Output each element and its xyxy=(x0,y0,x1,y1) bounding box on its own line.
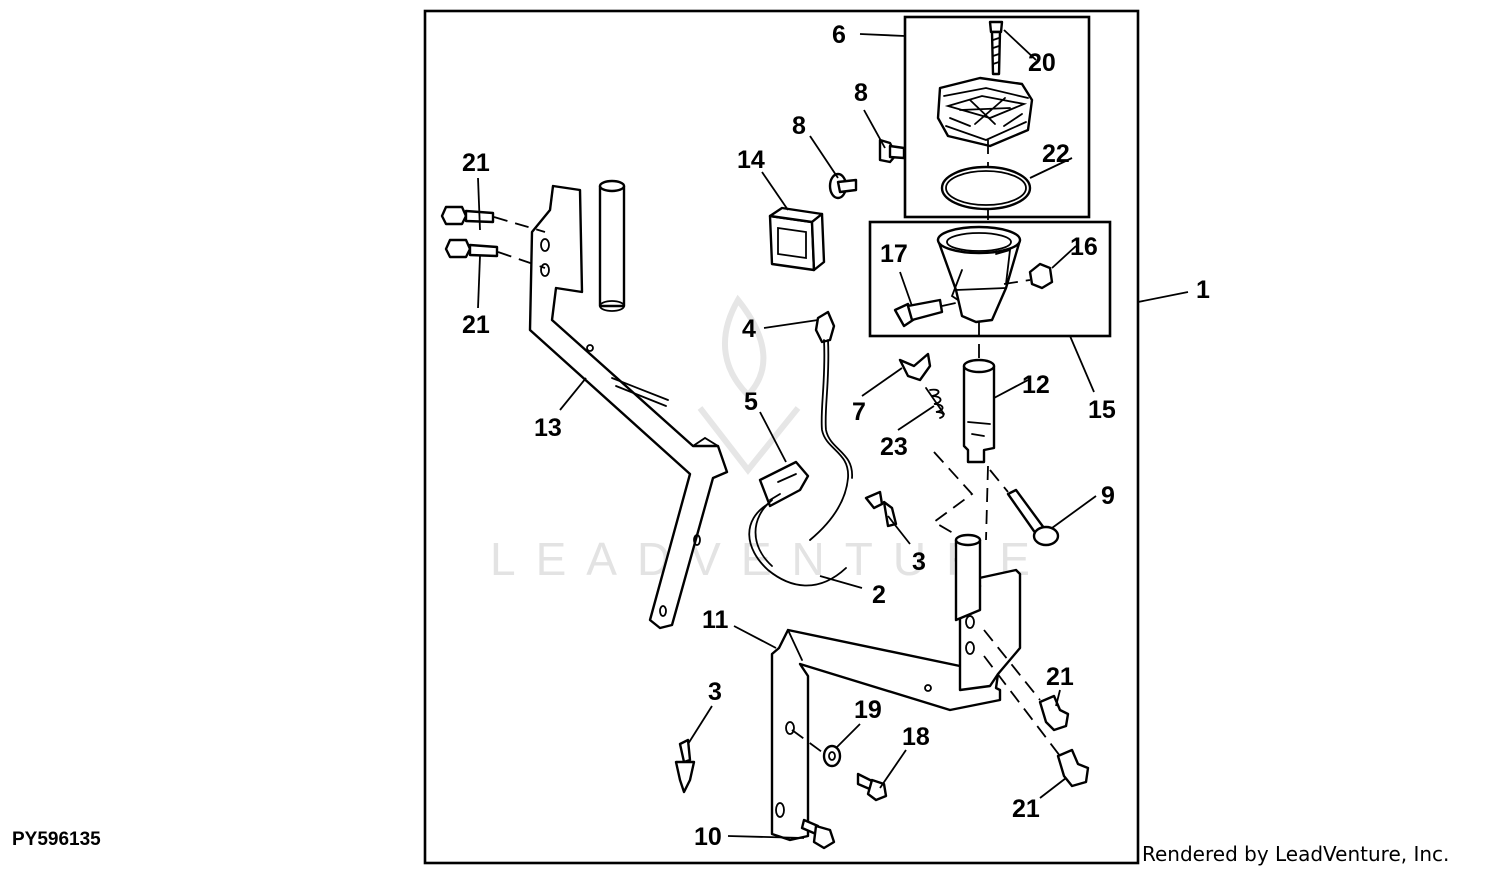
callout-16: 16 xyxy=(1070,233,1098,261)
knob-cap-part xyxy=(936,76,1034,148)
right-bracket-part xyxy=(770,568,1022,842)
callout-3-upper: 3 xyxy=(912,548,926,576)
left-bracket-part xyxy=(528,184,729,630)
figure-id: PY596135 xyxy=(12,829,101,850)
callout-9: 9 xyxy=(1101,482,1115,510)
washer-19-part xyxy=(822,744,842,768)
watermark-logo-icon xyxy=(697,294,801,475)
callout-2: 2 xyxy=(872,581,886,609)
callout-21-upper-right: 21 xyxy=(1046,663,1074,691)
nut-16-part xyxy=(1003,262,1054,290)
callout-14: 14 xyxy=(737,146,765,174)
housing-part xyxy=(936,225,1022,324)
watermark: LEADVENTURE xyxy=(490,294,1050,585)
watermark-text: LEADVENTURE xyxy=(490,533,1050,585)
callout-20: 20 xyxy=(1028,49,1056,77)
clip-3-upper xyxy=(864,490,898,528)
screw-17-part xyxy=(893,298,961,328)
o-ring-22-part xyxy=(940,165,1032,211)
assembly-frame xyxy=(423,9,1140,865)
callout-3-lower: 3 xyxy=(708,678,722,706)
housing-assembly-box xyxy=(868,220,1112,338)
callout-15: 15 xyxy=(1088,396,1116,424)
shaft-12-part xyxy=(962,322,996,464)
callout-18: 18 xyxy=(902,723,930,751)
screw-20-part xyxy=(988,20,1004,76)
assembly-path-line xyxy=(932,451,974,545)
left-rod-part xyxy=(598,179,626,312)
bolt-21-right-upper xyxy=(983,629,1070,732)
callouts: 1 2 3 3 4 5 6 7 8 8 9 10 11 12 13 14 15 … xyxy=(462,21,1210,851)
callout-4: 4 xyxy=(742,315,756,343)
wing-nut-7-part xyxy=(898,352,932,382)
bolt-21-upper xyxy=(440,205,546,233)
render-credit: Rendered by LeadVenture, Inc. xyxy=(1142,842,1450,866)
clip-3-lower xyxy=(674,738,696,794)
callout-8-upper: 8 xyxy=(854,79,868,107)
pin-9-part xyxy=(989,469,1060,547)
knob-assembly-box xyxy=(903,15,1091,219)
callout-23: 23 xyxy=(880,433,908,461)
callout-21-lower-left: 21 xyxy=(462,311,490,339)
bolt-21-lower xyxy=(444,238,546,269)
knob-8-lower xyxy=(828,172,858,200)
callout-12: 12 xyxy=(1022,371,1050,399)
callout-17: 17 xyxy=(880,240,908,268)
callout-10: 10 xyxy=(694,823,722,851)
callout-7: 7 xyxy=(852,398,866,426)
knob-8-upper xyxy=(878,138,906,164)
spring-23-part xyxy=(925,387,945,419)
assembly-axis-line xyxy=(985,465,989,541)
callout-11: 11 xyxy=(702,606,729,634)
rocker-switch-part xyxy=(768,206,826,272)
callout-19: 19 xyxy=(854,696,882,724)
callout-1: 1 xyxy=(1196,276,1210,304)
callout-13: 13 xyxy=(534,414,562,442)
fastener-axis-line xyxy=(791,729,823,753)
callout-21-lower-right: 21 xyxy=(1012,795,1040,823)
callout-6: 6 xyxy=(832,21,846,49)
leader-lines xyxy=(477,29,1189,839)
wire-harness-part xyxy=(748,310,853,587)
callout-8-lower: 8 xyxy=(792,112,806,140)
callout-5: 5 xyxy=(744,388,758,416)
right-rod-part xyxy=(954,533,982,622)
bolt-10-part xyxy=(800,818,836,850)
callout-21-upper-left: 21 xyxy=(462,149,490,177)
bolt-18-part xyxy=(856,772,888,802)
callout-22: 22 xyxy=(1042,140,1070,168)
